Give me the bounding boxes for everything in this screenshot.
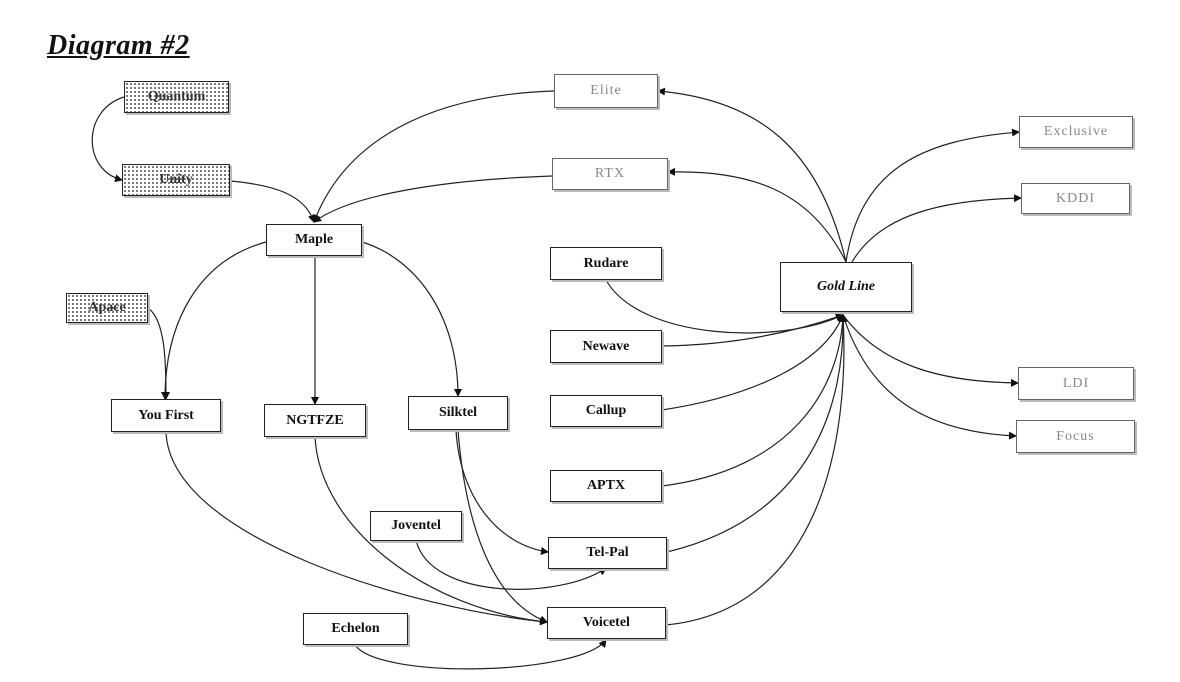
diagram-title: Diagram #2: [47, 30, 190, 61]
node-exclusive[interactable]: Exclusive: [1019, 116, 1133, 148]
edge-ngtfze-voicetel: [314, 436, 548, 626]
edge-youfirst-voicetel: [165, 431, 548, 626]
edge-quantum-unity: [91, 96, 125, 183]
edge-elite-maple: [312, 90, 555, 223]
node-newave[interactable]: Newave: [550, 330, 662, 363]
edge-rtx-maple: [313, 175, 553, 223]
node-silktel[interactable]: Silktel: [408, 396, 508, 430]
node-maple[interactable]: Maple: [266, 224, 362, 256]
edge-joventel-telpal: [415, 539, 607, 590]
edge-echelon-voicetel: [354, 639, 607, 670]
node-unity[interactable]: Unity: [122, 164, 230, 196]
node-elite[interactable]: Elite: [554, 74, 658, 108]
edge-voicetel-goldline: [665, 314, 848, 626]
node-voicetel[interactable]: Voicetel: [547, 607, 666, 639]
node-ldi[interactable]: LDI: [1018, 367, 1134, 400]
node-you-first[interactable]: You First: [111, 399, 221, 432]
edge-maple-silktel: [361, 241, 462, 397]
node-rudare[interactable]: Rudare: [550, 247, 662, 280]
node-quantum[interactable]: Quantum: [124, 81, 229, 113]
edge-silktel-voicetel: [457, 429, 548, 624]
node-callup[interactable]: Callup: [550, 395, 662, 427]
node-apace[interactable]: Apace: [66, 293, 148, 323]
edge-newave-goldline: [661, 313, 844, 347]
node-kddi[interactable]: KDDI: [1021, 183, 1130, 214]
node-aptx[interactable]: APTX: [550, 470, 662, 502]
edge-goldline-focus: [842, 314, 1017, 440]
edge-unity-maple: [229, 180, 316, 223]
edge-goldline-exclusive: [845, 128, 1020, 263]
edge-callup-goldline: [661, 314, 845, 411]
edge-silktel-telpal: [455, 429, 549, 555]
edge-goldline-rtx: [667, 167, 847, 263]
node-tel-pal[interactable]: Tel-Pal: [548, 537, 667, 569]
node-ngtfze[interactable]: NGTFZE: [264, 404, 366, 437]
node-echelon[interactable]: Echelon: [303, 613, 408, 645]
edge-goldline-ldi: [842, 314, 1019, 387]
edge-goldline-elite: [657, 87, 847, 263]
edge-telpal-goldline: [666, 314, 848, 553]
edge-rudare-goldline: [605, 279, 844, 334]
node-rtx[interactable]: RTX: [552, 158, 668, 190]
node-joventel[interactable]: Joventel: [370, 511, 462, 541]
edge-goldline-kddi: [851, 194, 1022, 263]
edge-apace-youfirst: [147, 307, 170, 400]
edge-aptx-goldline: [661, 314, 847, 487]
node-focus[interactable]: Focus: [1016, 420, 1135, 453]
node-gold-line[interactable]: Gold Line: [780, 262, 912, 312]
edge-maple-youfirst: [161, 241, 267, 400]
